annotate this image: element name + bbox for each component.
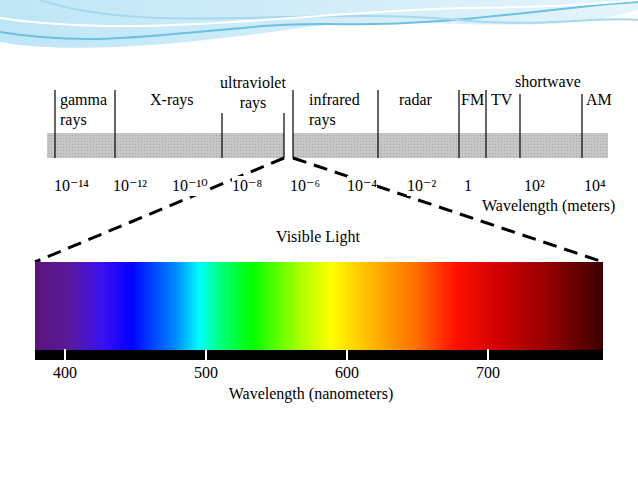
wavelength-value: 10⁻⁶: [290, 176, 320, 196]
section-title: Visible Light: [276, 227, 360, 247]
wavelength-value: 10⁻¹⁴: [54, 176, 89, 196]
tick-value: 600: [335, 363, 359, 383]
wavelength-value: 10⁻⁴: [347, 176, 377, 196]
tick-value: 700: [476, 363, 500, 383]
region-label: X-rays: [150, 90, 194, 110]
region-label: gamma rays: [60, 90, 110, 130]
wavelength-value: 10⁻¹⁰: [172, 176, 208, 196]
region-label: infrared rays: [309, 90, 371, 130]
axis-title: Wavelength (meters): [482, 196, 615, 216]
tick-value: 500: [194, 363, 218, 383]
region-label: shortwave: [515, 72, 581, 92]
wavelength-value: 10²: [524, 176, 545, 196]
region-label: FM: [461, 90, 484, 110]
wavelength-value: 10⁻¹²: [113, 176, 147, 196]
tick-value: 400: [53, 363, 77, 383]
wavelength-value: 1: [464, 176, 472, 196]
region-label: AM: [586, 90, 612, 110]
region-label: ultraviolet rays: [215, 73, 291, 113]
wavelength-value: 10⁻²: [407, 176, 436, 196]
axis-title: Wavelength (nanometers): [229, 384, 393, 404]
wavelength-value: 10⁴: [584, 176, 606, 196]
wavelength-value: 10⁻⁸: [232, 176, 262, 196]
region-label: radar: [399, 90, 432, 110]
region-label: TV: [491, 90, 512, 110]
